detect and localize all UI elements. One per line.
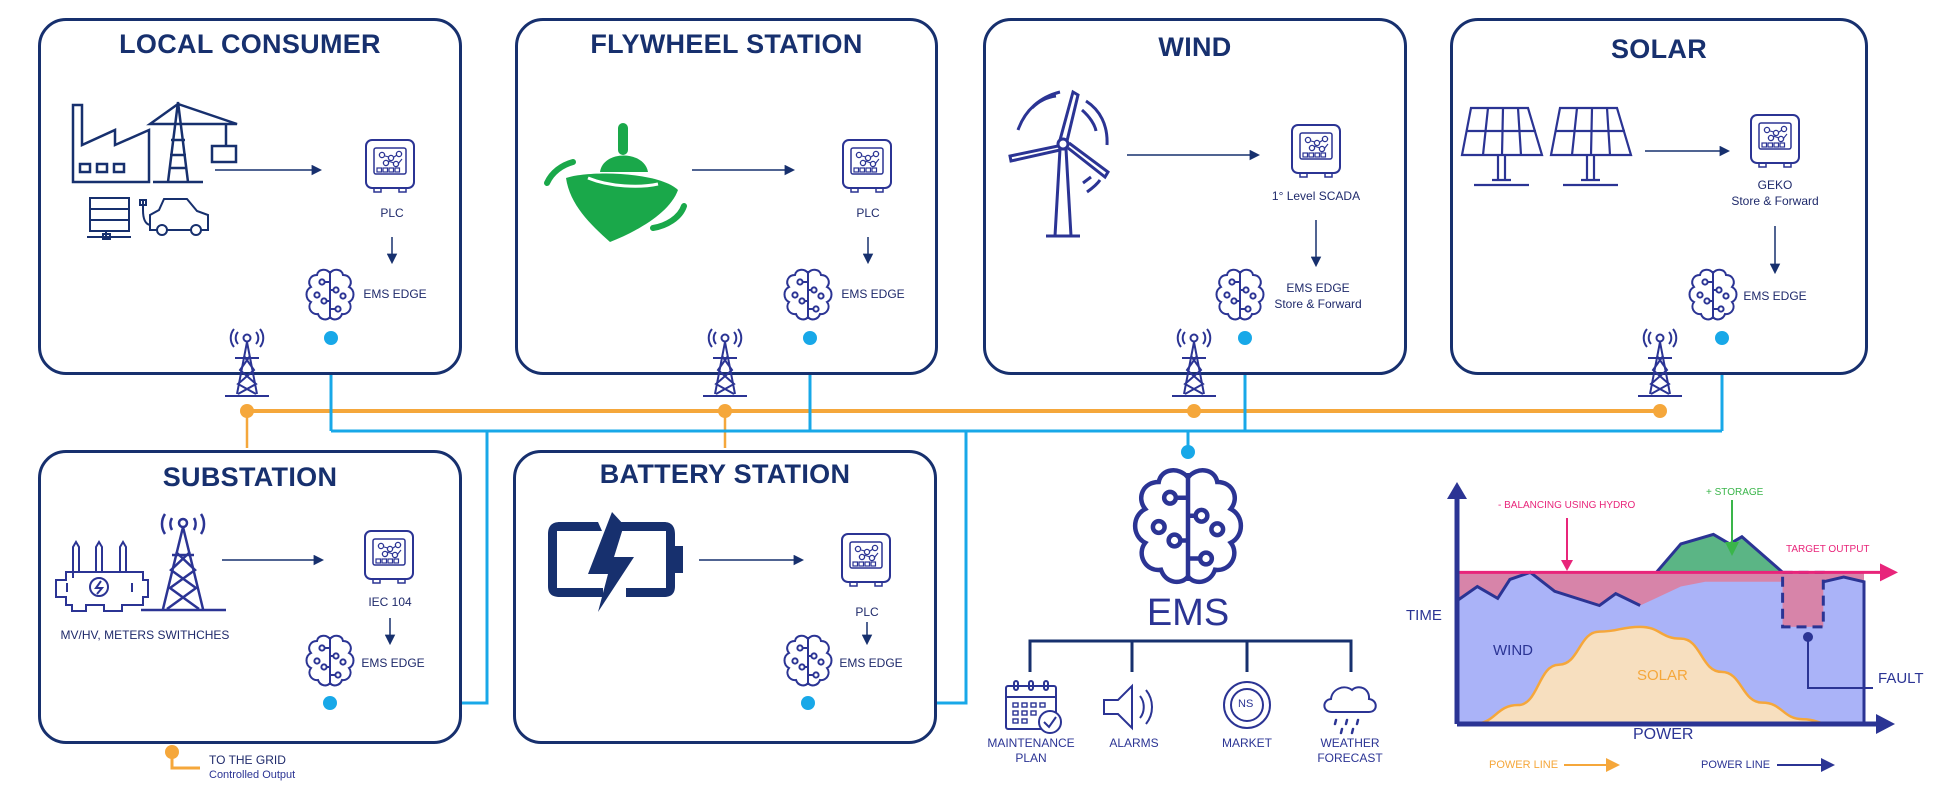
solar-area <box>1473 626 1832 724</box>
power-junction-dot <box>718 404 732 418</box>
ems-port-dot <box>1181 445 1195 459</box>
hydro-arrowhead <box>1561 560 1573 571</box>
annotation-storage: + STORAGE <box>1706 487 1764 498</box>
station-title: LOCAL CONSUMER <box>119 29 381 59</box>
station-title: BATTERY STATION <box>599 459 851 489</box>
transformer-icon <box>55 540 149 612</box>
y-axis-label: TIME <box>1406 607 1442 624</box>
x-axis-label: POWER <box>1633 726 1694 743</box>
module-label-2: FORECAST <box>1317 751 1383 765</box>
substation-caption: MV/HV, METERS SWITHCHES <box>60 628 230 642</box>
station-title: SUBSTATION <box>162 462 338 492</box>
annotation-fault: FAULT <box>1878 670 1924 687</box>
x-axis-arrow <box>1876 714 1895 734</box>
ems-module-maintenance[interactable]: MAINTENANCE PLAN <box>976 736 1086 766</box>
solar-line <box>1473 625 1832 726</box>
station-substation[interactable]: SUBSTATION <box>38 450 462 744</box>
series-label-solar: SOLAR <box>1637 667 1688 684</box>
edge-port-dot <box>323 696 337 710</box>
station-wind[interactable]: WIND <box>983 18 1407 375</box>
module-label: ALARMS <box>1109 736 1159 750</box>
target-output-arrow <box>1880 563 1898 582</box>
station-title: WIND <box>1158 32 1232 62</box>
edge-label: EMS EDGE <box>361 656 425 670</box>
ev-car-icon <box>139 198 209 236</box>
legend-blue-arrow <box>1777 758 1835 772</box>
market-glyph: NS <box>1238 698 1254 710</box>
grid-output-title: TO THE GRID <box>209 753 286 767</box>
spinning-top-icon <box>544 123 687 242</box>
edge-label: EMS EDGE <box>841 287 905 301</box>
edge-port-dot <box>324 331 338 345</box>
wind-turbine-icon <box>1008 89 1110 238</box>
radio-tower-icon <box>141 513 226 612</box>
data-bus-junctions <box>323 331 1729 710</box>
legend-orange-label: POWER LINE <box>1489 759 1559 771</box>
station-title: SOLAR <box>1611 34 1707 64</box>
edge-label: EMS EDGE <box>1286 281 1350 295</box>
server-icon <box>87 197 131 240</box>
power-junction-dot <box>240 404 254 418</box>
ems-module-alarms[interactable]: ALARMS <box>1079 736 1189 751</box>
controller-label: PLC <box>856 206 880 220</box>
market-coin-icon <box>1223 681 1271 729</box>
controller-sublabel: Store & Forward <box>1731 194 1819 208</box>
target-output-label: TARGET OUTPUT <box>1786 544 1870 555</box>
battery-icon <box>548 512 683 612</box>
power-junction-dot <box>1653 404 1667 418</box>
controller-label: GEKO <box>1757 178 1793 192</box>
wind-line-tail <box>1822 575 1866 724</box>
annotation-hydro: - BALANCING USING HYDRO <box>1498 500 1636 511</box>
module-label: MARKET <box>1221 736 1272 750</box>
legend-orange-arrow <box>1564 758 1620 772</box>
edge-port-dot <box>801 696 815 710</box>
grid-output-subtitle: Controlled Output <box>209 769 296 781</box>
edge-label: EMS EDGE <box>1743 289 1807 303</box>
ems-tree-lines <box>1028 639 1353 672</box>
module-label: MAINTENANCE <box>987 736 1075 750</box>
edge-sublabel: Store & Forward <box>1274 297 1362 311</box>
station-title: FLYWHEEL STATION <box>590 29 863 59</box>
fault-region <box>1781 570 1825 629</box>
module-label: WEATHER <box>1320 736 1380 750</box>
edge-port-dot <box>803 331 817 345</box>
storage-outline <box>1655 532 1784 574</box>
ems-module-weather[interactable]: WEATHER FORECAST <box>1295 736 1405 766</box>
rain-cloud-icon <box>1323 686 1377 735</box>
edge-port-dot <box>1715 331 1729 345</box>
controller-label: PLC <box>380 206 404 220</box>
edge-label: EMS EDGE <box>363 287 427 301</box>
station-local-consumer[interactable]: LOCAL CONSUMER <box>38 18 462 375</box>
controller-label: 1° Level SCADA <box>1271 189 1361 203</box>
series-label-wind: WIND <box>1493 642 1533 659</box>
storage-arrowhead <box>1725 542 1739 556</box>
grid-output-line <box>170 752 200 770</box>
solar-panel-icon <box>1460 106 1633 187</box>
ems-module-market[interactable]: MARKET <box>1192 736 1302 751</box>
edge-label: EMS EDGE <box>839 656 903 670</box>
ems-title: EMS <box>1146 592 1230 634</box>
calendar-check-icon <box>1005 680 1062 734</box>
controller-label: PLC <box>855 605 879 619</box>
power-junction-dot <box>1187 404 1201 418</box>
crane-icon <box>146 101 238 184</box>
storage-area <box>1656 534 1783 573</box>
controller-label: IEC 104 <box>368 595 412 609</box>
station-solar[interactable]: SOLAR <box>1450 18 1868 375</box>
power-bus-junctions <box>165 404 1667 759</box>
legend-blue-label: POWER LINE <box>1701 759 1771 771</box>
fault-leader <box>1807 637 1873 689</box>
edge-port-dot <box>1238 331 1252 345</box>
y-axis-arrow <box>1447 482 1467 499</box>
module-label-2: PLAN <box>1015 751 1047 765</box>
factory-icon <box>71 103 151 184</box>
speaker-icon <box>1103 683 1153 731</box>
